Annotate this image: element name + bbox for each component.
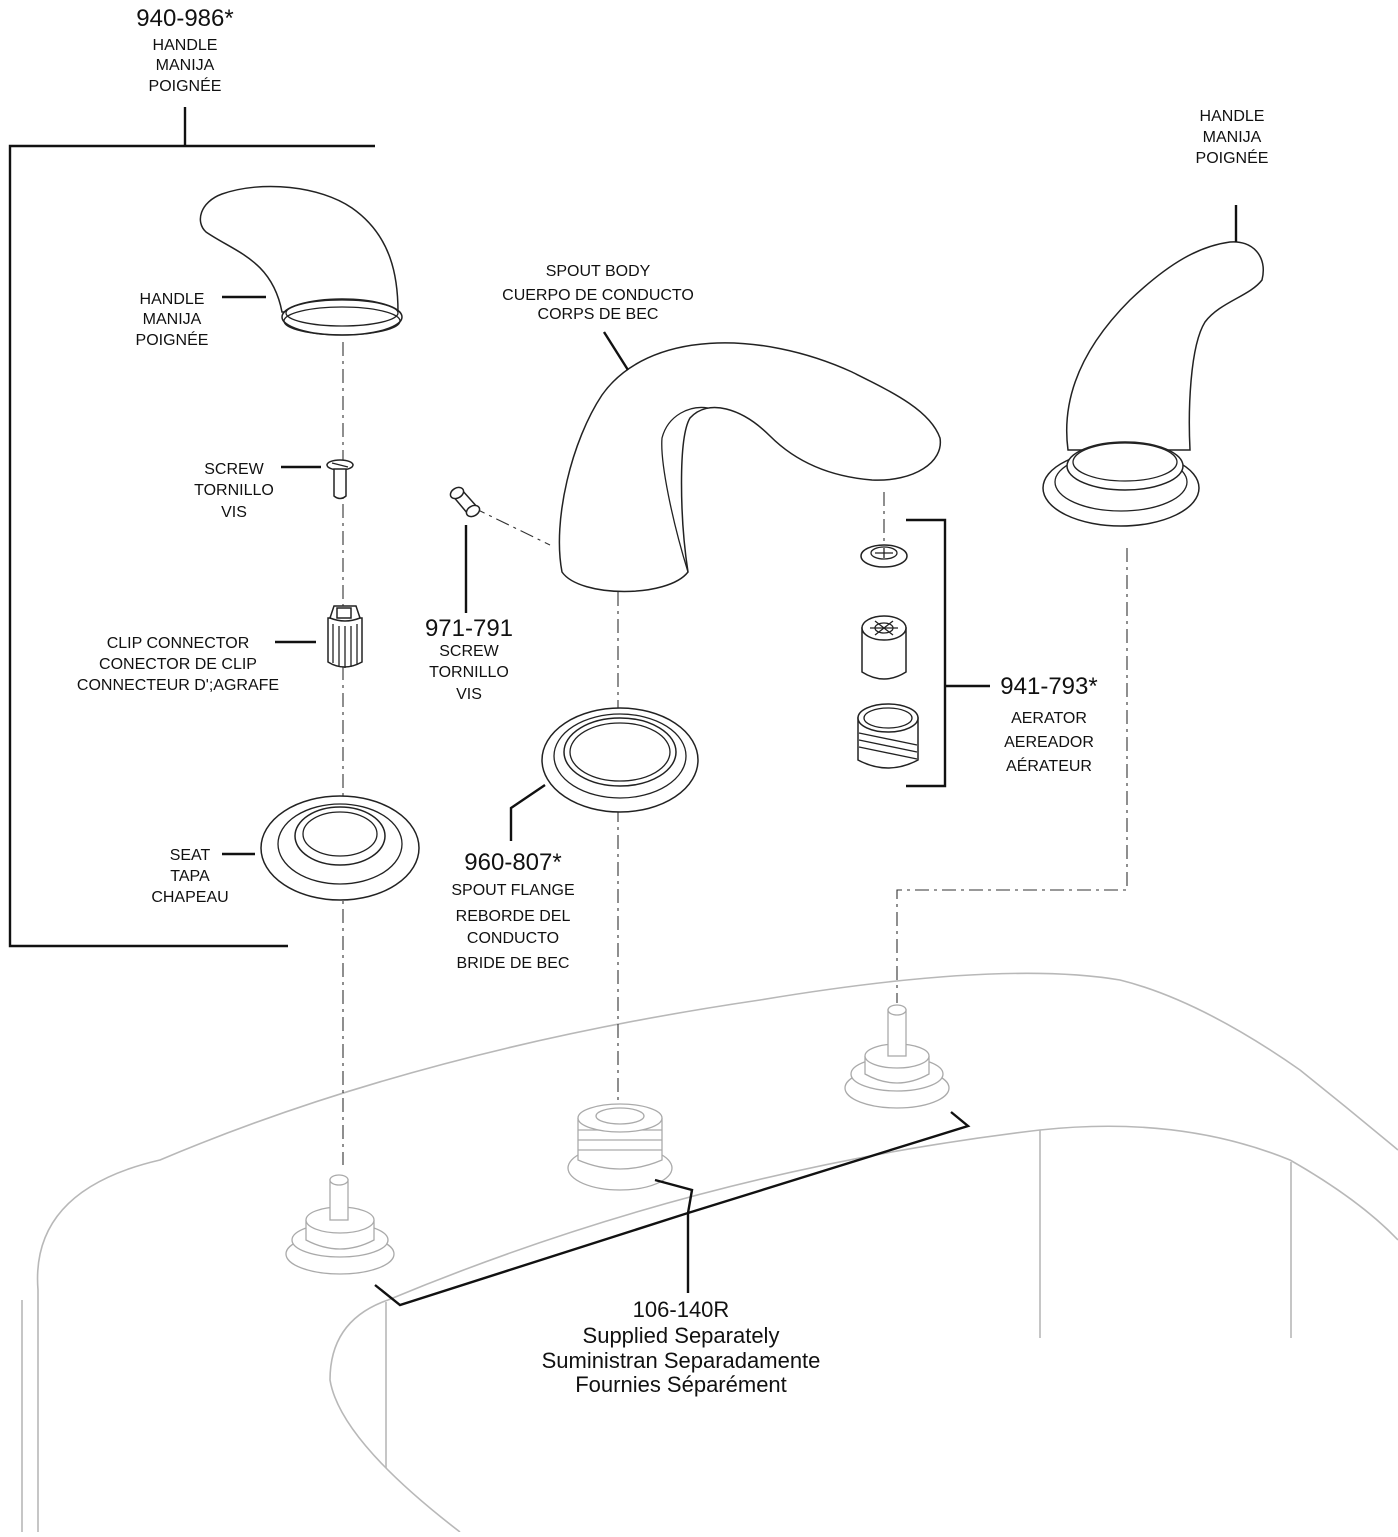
label-line: CUERPO DE CONDUCTO <box>502 287 694 304</box>
label-line: Suministran Separadamente <box>542 1348 821 1373</box>
part-number-set-screw: 971-791 <box>425 615 513 642</box>
label-line: SCREW <box>439 643 499 660</box>
label-handle-left: HANDLE MANIJA POIGNÉE <box>136 291 209 349</box>
label-line: CHAPEAU <box>151 889 228 906</box>
label-seat: SEAT TAPA CHAPEAU <box>151 847 228 906</box>
label-line: SEAT <box>170 847 211 864</box>
label-handle-kit: 940-986* HANDLE MANIJA POIGNÉE <box>136 5 233 95</box>
label-line: REBORDE DEL <box>456 908 571 925</box>
vanity-outline <box>21 972 1398 1533</box>
label-spout-flange: 960-807* SPOUT FLANGE REBORDE DEL CONDUC… <box>451 849 574 972</box>
label-line: HANDLE <box>153 37 218 54</box>
label-line: AEREADOR <box>1004 734 1094 751</box>
label-clip-connector: CLIP CONNECTOR CONECTOR DE CLIP CONNECTE… <box>77 635 279 694</box>
part-number-spout-flange: 960-807* <box>464 849 561 876</box>
label-line: CONNECTEUR D';AGRAFE <box>77 677 279 694</box>
label-line: MANIJA <box>143 311 202 328</box>
label-line: HANDLE <box>1200 108 1265 125</box>
label-line: POIGNÉE <box>136 330 209 349</box>
label-line: POIGNÉE <box>1196 148 1269 167</box>
label-rough-in-valve: 106-140R Supplied Separately Suministran… <box>542 1297 821 1397</box>
label-set-screw: 971-791 SCREW TORNILLO VIS <box>425 615 513 703</box>
right-handle <box>1042 241 1264 527</box>
assembly-center-lines <box>342 342 1128 1165</box>
part-number-handle-kit: 940-986* <box>136 5 233 32</box>
aerator-parts <box>857 544 919 769</box>
label-line: VIS <box>221 504 247 521</box>
label-handle-right: HANDLE MANIJA POIGNÉE <box>1196 108 1269 167</box>
spout-body <box>558 342 942 593</box>
label-aerator: 941-793* AERATOR AEREADOR AÉRATEUR <box>1000 673 1097 775</box>
clip-connector <box>327 605 363 668</box>
part-number-aerator: 941-793* <box>1000 673 1097 700</box>
leader-lines <box>222 205 1238 1307</box>
part-number-rough-in: 106-140R <box>633 1297 730 1322</box>
label-line: SCREW <box>204 461 264 478</box>
label-line: MANIJA <box>1203 129 1262 146</box>
label-line: VIS <box>456 686 482 703</box>
label-line: SPOUT FLANGE <box>451 882 574 899</box>
label-line: CLIP CONNECTOR <box>107 635 250 652</box>
label-line: POIGNÉE <box>149 76 222 95</box>
label-line: TORNILLO <box>429 664 509 681</box>
right-valve <box>844 1004 950 1109</box>
label-line: CONECTOR DE CLIP <box>99 656 257 673</box>
label-line: CONDUCTO <box>467 930 559 947</box>
spout-flange <box>541 707 699 813</box>
label-handle-screw: SCREW TORNILLO VIS <box>194 461 274 521</box>
label-line: TAPA <box>170 868 210 885</box>
handle-screw <box>326 459 354 500</box>
label-line: BRIDE DE BEC <box>457 955 570 972</box>
label-line: TORNILLO <box>194 482 274 499</box>
spout-shank <box>567 1103 673 1191</box>
label-line: AERATOR <box>1011 710 1087 727</box>
set-screw <box>449 486 481 518</box>
label-line: CORPS DE BEC <box>538 306 659 323</box>
label-line: Fournies Séparément <box>575 1372 787 1397</box>
label-line: Supplied Separately <box>583 1323 780 1348</box>
left-valve <box>285 1174 395 1275</box>
handle-kit-bracket <box>8 107 375 948</box>
label-line: AÉRATEUR <box>1006 756 1092 775</box>
label-line: MANIJA <box>156 57 215 74</box>
label-line: HANDLE <box>140 291 205 308</box>
label-line: SPOUT BODY <box>546 263 651 280</box>
seat <box>260 795 420 901</box>
label-spout-body: SPOUT BODY CUERPO DE CONDUCTO CORPS DE B… <box>502 263 694 323</box>
left-handle <box>199 185 403 336</box>
